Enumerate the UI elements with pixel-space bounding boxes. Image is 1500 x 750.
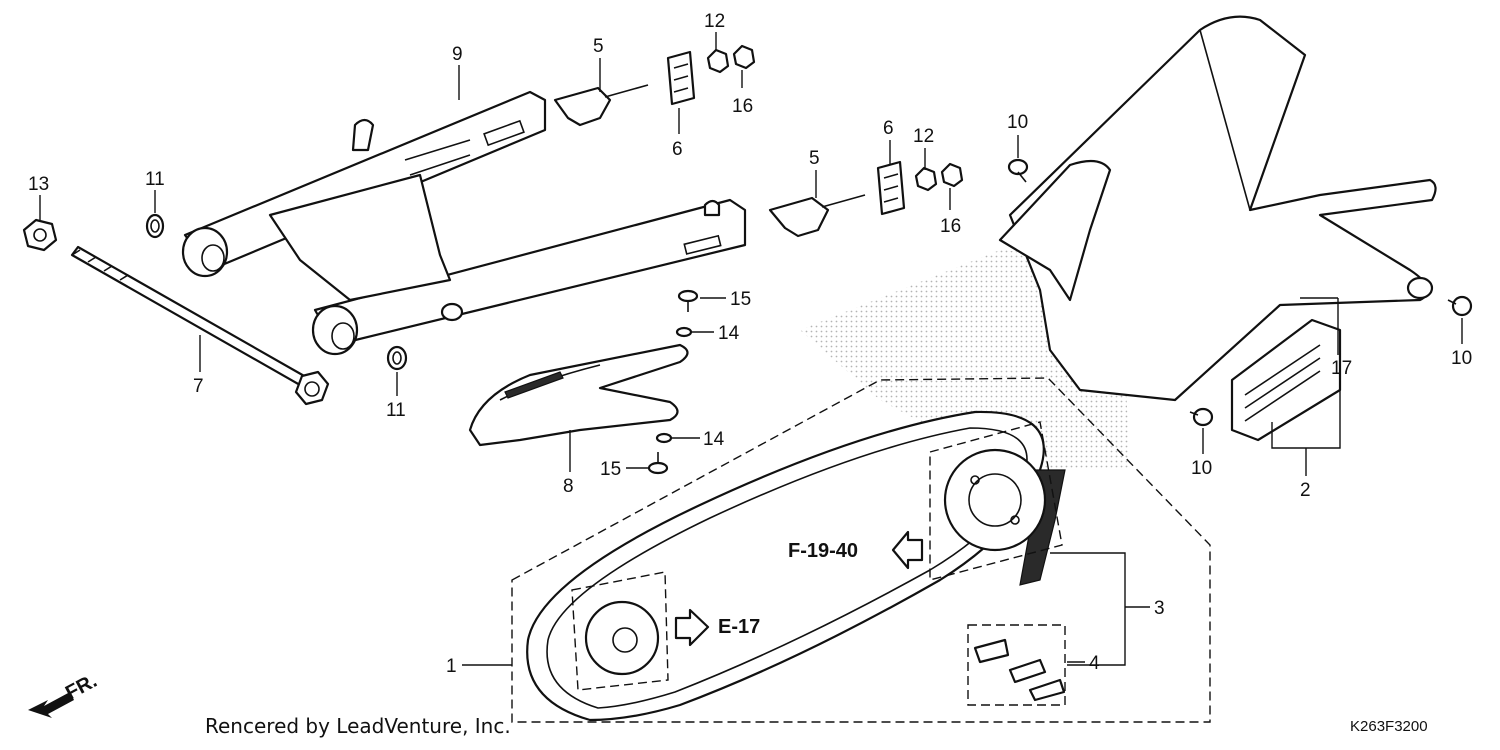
callout-9: 9 <box>452 44 463 65</box>
nut-12-right[interactable] <box>914 166 938 192</box>
leader-lines <box>39 32 1463 666</box>
callout-11-top: 11 <box>145 169 165 190</box>
callout-4: 4 <box>1089 653 1100 674</box>
callout-15-bottom: 15 <box>600 459 621 480</box>
adjuster-plate-right[interactable] <box>876 160 906 216</box>
washer-11-top[interactable] <box>145 213 165 239</box>
pivot-bolt[interactable] <box>70 245 330 406</box>
callout-2: 2 <box>1300 480 1311 501</box>
callout-8: 8 <box>563 476 574 497</box>
callout-14-top: 14 <box>718 323 740 344</box>
adjuster-plate-left[interactable] <box>666 50 696 106</box>
screw-10-bottom[interactable] <box>1189 407 1214 427</box>
callout-5-left: 5 <box>593 36 604 57</box>
callout-12-right: 12 <box>913 126 934 147</box>
callouts: 9 5 6 12 16 5 6 12 16 10 11 13 7 11 15 1… <box>28 11 1472 677</box>
nut-16-right[interactable] <box>940 162 964 188</box>
caution-label[interactable] <box>1230 318 1342 442</box>
diagram-code: K263F3200 <box>1350 718 1428 735</box>
driven-sprocket[interactable] <box>929 421 1063 581</box>
chain-adjuster-right[interactable] <box>768 194 866 238</box>
master-link[interactable] <box>967 624 1066 706</box>
reference-arrow-sprocket[interactable]: E-17 <box>674 608 760 647</box>
nut-16-top[interactable] <box>732 44 756 70</box>
chain-assembly-outline <box>511 377 1211 723</box>
reference-label-sprocket[interactable]: E-17 <box>718 616 760 638</box>
rear-fender[interactable] <box>998 15 1437 402</box>
callout-10-top: 10 <box>1007 112 1028 133</box>
swingarm[interactable] <box>181 90 747 356</box>
nut-12-top[interactable] <box>706 48 730 74</box>
callout-10-bottom: 10 <box>1191 458 1212 479</box>
screw-10-top[interactable] <box>1007 158 1029 183</box>
credit-text: Rencered by LeadVenture, Inc. <box>205 714 511 738</box>
callout-17: 17 <box>1331 358 1352 379</box>
washer-11-bottom[interactable] <box>386 345 408 371</box>
reference-label-chain[interactable]: F-19-40 <box>788 540 858 562</box>
callout-10-right: 10 <box>1451 348 1472 369</box>
nut-13[interactable] <box>22 218 58 252</box>
callout-6-left: 6 <box>672 139 683 160</box>
callout-5-right: 5 <box>809 148 820 169</box>
chain-adjuster-left[interactable] <box>553 84 649 127</box>
callout-16-top: 16 <box>732 96 753 117</box>
callout-7: 7 <box>193 376 204 397</box>
callout-13: 13 <box>28 174 49 195</box>
callout-11-bottom: 11 <box>386 400 406 421</box>
callout-12-top: 12 <box>704 11 725 32</box>
callout-14-bottom: 14 <box>703 429 725 450</box>
screw-15-top[interactable] <box>677 289 699 312</box>
callout-1: 1 <box>446 656 457 677</box>
callout-6-right: 6 <box>883 118 894 139</box>
reference-arrow-chain[interactable]: F-19-40 <box>788 530 924 570</box>
callout-3: 3 <box>1154 598 1165 619</box>
drive-sprocket[interactable] <box>571 571 669 691</box>
callout-16-right: 16 <box>940 216 961 237</box>
chain-slider[interactable] <box>468 343 689 447</box>
callout-15-top: 15 <box>730 289 751 310</box>
screw-10-right[interactable] <box>1447 295 1473 317</box>
front-direction-arrow: FR. <box>28 670 101 718</box>
screw-15-bottom[interactable] <box>647 452 669 475</box>
washer-14-bottom[interactable] <box>655 432 673 444</box>
washer-14-top[interactable] <box>675 326 693 338</box>
